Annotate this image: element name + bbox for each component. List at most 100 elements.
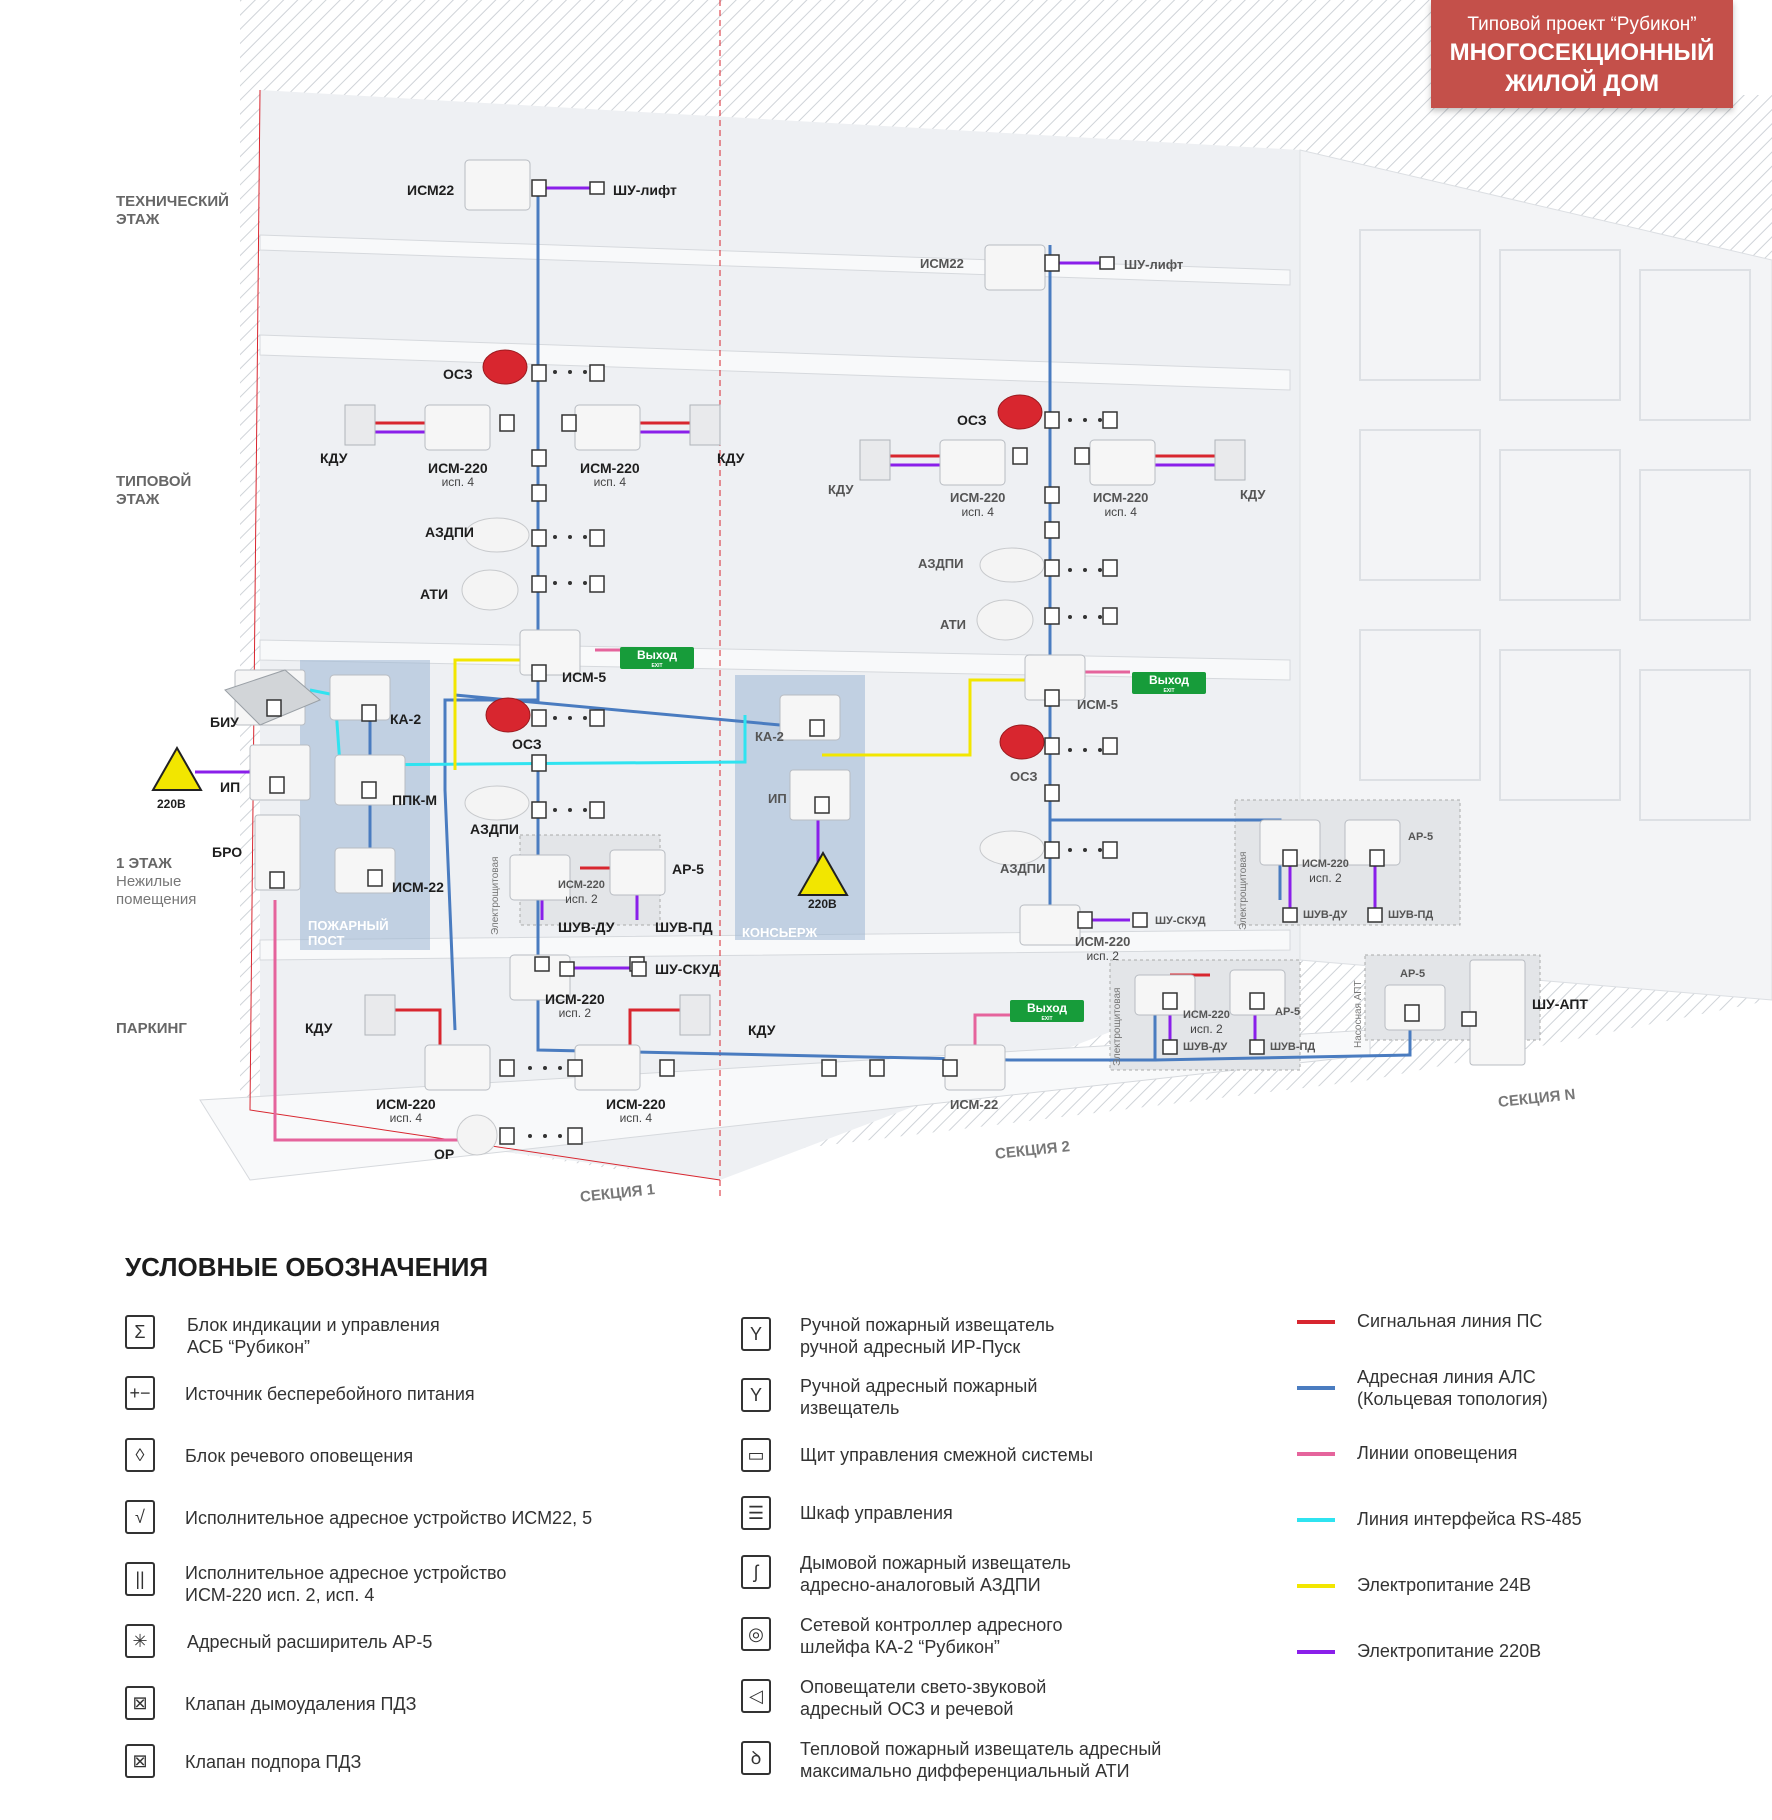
thermo-icon: ꝺ bbox=[741, 1741, 771, 1775]
project-title-line2: ЖИЛОЙ ДОМ bbox=[1504, 70, 1660, 97]
label-kdu-3: КДУ bbox=[828, 482, 854, 497]
legend-line-als: Адресная линия АЛС(Кольцевая топология) bbox=[1357, 1367, 1548, 1409]
project-subtitle: Типовой проект “Рубикон” bbox=[1467, 14, 1697, 35]
double-bar-icon: || bbox=[125, 1562, 155, 1596]
label-ar5-2: АР-5 bbox=[1408, 831, 1434, 843]
label-ism-22-first: ИСМ-22 bbox=[392, 879, 444, 895]
label-shuv-du-2: ШУВ-ДУ bbox=[1303, 909, 1348, 921]
speaker-icon: ◁ bbox=[741, 1679, 771, 1713]
label-osz-2: ОСЗ bbox=[957, 412, 987, 428]
label-shuv-du-1: ШУВ-ДУ bbox=[558, 919, 615, 935]
line-swatch-signal bbox=[1297, 1320, 1335, 1324]
legend-item-adjacent-panel: Щит управления смежной системы bbox=[800, 1445, 1094, 1465]
project-title-line1: МНОГОСЕКЦИОННЫЙ bbox=[1449, 39, 1715, 66]
label-shu-skud-1: ШУ-СКУД bbox=[655, 961, 720, 977]
label-shuv-pd-2: ШУВ-ПД bbox=[1388, 909, 1434, 921]
label-220v-2: 220В bbox=[808, 897, 837, 911]
label-kdu-6: КДУ bbox=[748, 1022, 776, 1038]
manual-call-d-icon: Y bbox=[741, 1317, 771, 1351]
label-azdpi-4: АЗДПИ bbox=[1000, 861, 1046, 876]
legend-title: УСЛОВНЫЕ ОБОЗНАЧЕНИЯ bbox=[125, 1252, 489, 1282]
legend-line-rs485: Линия интерфейса RS-485 bbox=[1357, 1509, 1582, 1529]
label-ism5-1: ИСМ-5 bbox=[562, 669, 607, 685]
legend-line-220v: Электропитание 220В bbox=[1357, 1641, 1542, 1661]
floor-label-parking: ПАРКИНГ bbox=[116, 1020, 187, 1037]
label-ar5-1: АР-5 bbox=[672, 861, 704, 877]
legend-item-valve-du: Клапан дымоудаления ПДЗ bbox=[185, 1694, 417, 1714]
label-azdpi-3: АЗДПИ bbox=[470, 821, 519, 837]
valve-p-icon: ⊠ bbox=[125, 1744, 155, 1778]
zone-electro-3: Электрощитовая bbox=[1112, 987, 1123, 1066]
label-ip-2: ИП bbox=[768, 791, 787, 806]
label-shuv-pd-3: ШУВ-ПД bbox=[1270, 1041, 1316, 1053]
legend-item-valve-pd: Клапан подпора ПДЗ bbox=[185, 1752, 362, 1772]
label-ka2-1: КА-2 bbox=[390, 711, 422, 727]
drop-icon: ◊ bbox=[125, 1438, 155, 1472]
legend-line-24v: Электропитание 24В bbox=[1357, 1575, 1532, 1595]
zone-pump: Насосная АПТ bbox=[1353, 980, 1364, 1048]
label-shu-skud-2: ШУ-СКУД bbox=[1155, 915, 1206, 927]
label-ati-2: АТИ bbox=[940, 617, 967, 632]
label-azdpi-1: АЗДПИ bbox=[425, 524, 474, 540]
line-swatch-rs485 bbox=[1297, 1518, 1335, 1522]
label-shu-lift-1: ШУ-лифт bbox=[613, 182, 677, 198]
label-ism5-2: ИСМ-5 bbox=[1077, 697, 1118, 712]
project-title-box: Типовой проект “Рубикон” МНОГОСЕКЦИОННЫЙ… bbox=[1431, 0, 1733, 108]
building-illustration bbox=[151, 0, 1772, 1200]
label-kdu-5: КДУ bbox=[305, 1020, 333, 1036]
zone-electro-2: Электрощитовая bbox=[1238, 851, 1249, 930]
panel-icon: ▭ bbox=[741, 1438, 771, 1472]
label-osz-4: ОСЗ bbox=[1010, 769, 1038, 784]
star-icon: ✳ bbox=[125, 1624, 155, 1658]
label-ka2-2: КА-2 bbox=[755, 729, 784, 744]
line-swatch-alert bbox=[1297, 1452, 1335, 1456]
line-swatch-als bbox=[1297, 1386, 1335, 1390]
label-osz-3: ОСЗ bbox=[512, 736, 542, 752]
label-ip-1: ИП bbox=[220, 779, 241, 795]
label-kdu-2: КДУ bbox=[717, 450, 745, 466]
smoke-icon: ʃ bbox=[741, 1555, 771, 1589]
label-ppkm: ППК-М bbox=[392, 792, 437, 808]
cabinet-icon: ☰ bbox=[741, 1496, 771, 1530]
floor-label-first: 1 ЭТАЖ Нежилые помещения bbox=[116, 855, 197, 908]
legend-item-control-cabinet: Шкаф управления bbox=[800, 1503, 953, 1523]
line-swatch-24v bbox=[1297, 1584, 1335, 1588]
label-bro: БРО bbox=[212, 844, 243, 860]
legend-item-bro: Блок речевого оповещения bbox=[185, 1446, 414, 1466]
label-ism22-tech-2: ИСМ22 bbox=[920, 256, 964, 271]
label-kdu-1: КДУ bbox=[320, 450, 348, 466]
label-ati-1: АТИ bbox=[420, 586, 449, 602]
sigma-icon: Σ bbox=[125, 1315, 155, 1349]
legend-item-ism22-5: Исполнительное адресное устройство ИСМ22… bbox=[185, 1508, 593, 1528]
manual-call-icon: Y bbox=[741, 1378, 771, 1412]
label-biu: БИУ bbox=[210, 714, 239, 730]
label-shu-lift-2: ШУ-лифт bbox=[1124, 257, 1184, 272]
label-kdu-4: КДУ bbox=[1240, 487, 1266, 502]
legend-line-alert: Линии оповещения bbox=[1357, 1443, 1518, 1463]
label-osz-1: ОСЗ bbox=[443, 366, 473, 382]
valve-d-icon: ⊠ bbox=[125, 1686, 155, 1720]
ups-icon: +− bbox=[125, 1376, 155, 1410]
